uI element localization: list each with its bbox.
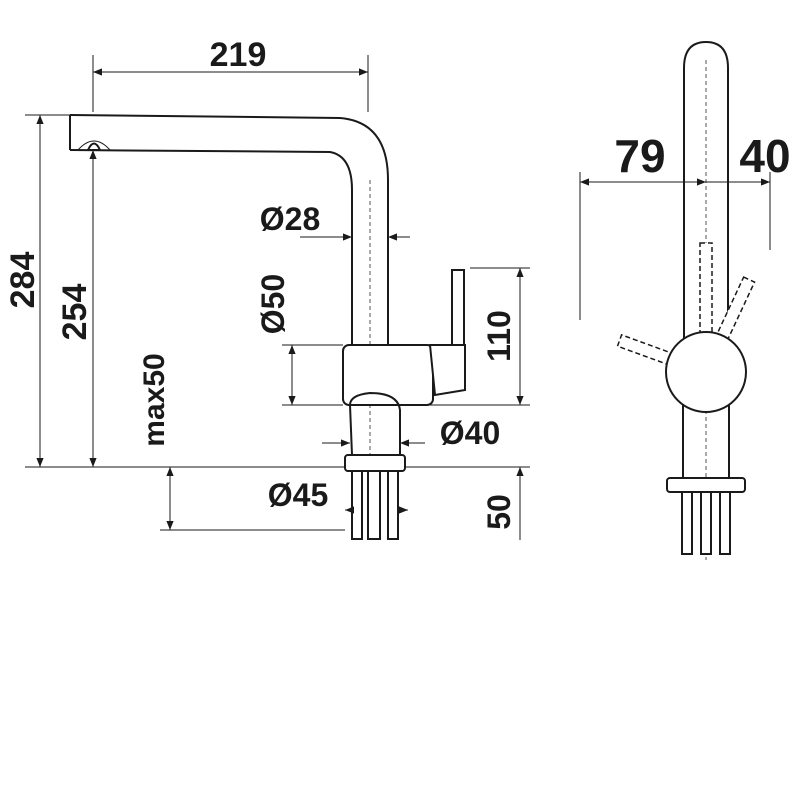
dim-110: 110 — [481, 310, 517, 362]
dim-max50: max50 — [138, 353, 171, 446]
dim-50: 50 — [481, 494, 517, 530]
side-view — [616, 40, 756, 560]
dim-254: 254 — [56, 284, 94, 341]
dim-dia40: Ø40 — [440, 415, 500, 451]
front-view — [69, 114, 466, 540]
lever-base — [428, 344, 466, 397]
lever-position-center — [699, 242, 713, 346]
spout-nozzle-icon — [77, 140, 111, 151]
side-column — [683, 40, 729, 345]
side-dimension-lines — [579, 172, 771, 320]
neck — [348, 391, 401, 456]
side-stud-right — [719, 491, 731, 555]
stud-right — [387, 470, 399, 540]
dim-284: 284 — [4, 252, 42, 309]
mount-nut — [344, 454, 406, 472]
dim-dia45: Ø45 — [268, 477, 328, 513]
side-nut — [666, 477, 746, 493]
side-neck — [682, 405, 730, 478]
stud-left — [351, 470, 363, 540]
spout-arm-inner — [69, 149, 353, 345]
dim-79: 79 — [614, 130, 665, 182]
lever — [451, 269, 465, 346]
dimension-labels: 219 284 254 max50 Ø28 Ø50 Ø40 Ø45 110 50… — [4, 36, 791, 530]
dim-40: 40 — [739, 130, 790, 182]
side-stud-left — [681, 491, 693, 555]
stud-center — [367, 470, 381, 540]
dim-dia28: Ø28 — [260, 201, 320, 237]
dim-219: 219 — [210, 36, 267, 74]
spout-arm — [69, 114, 389, 345]
side-stud-center — [700, 491, 712, 555]
spout-tip — [69, 115, 102, 151]
front-dimension-lines — [25, 55, 530, 540]
dim-dia50: Ø50 — [255, 274, 291, 334]
side-knob — [665, 331, 747, 413]
